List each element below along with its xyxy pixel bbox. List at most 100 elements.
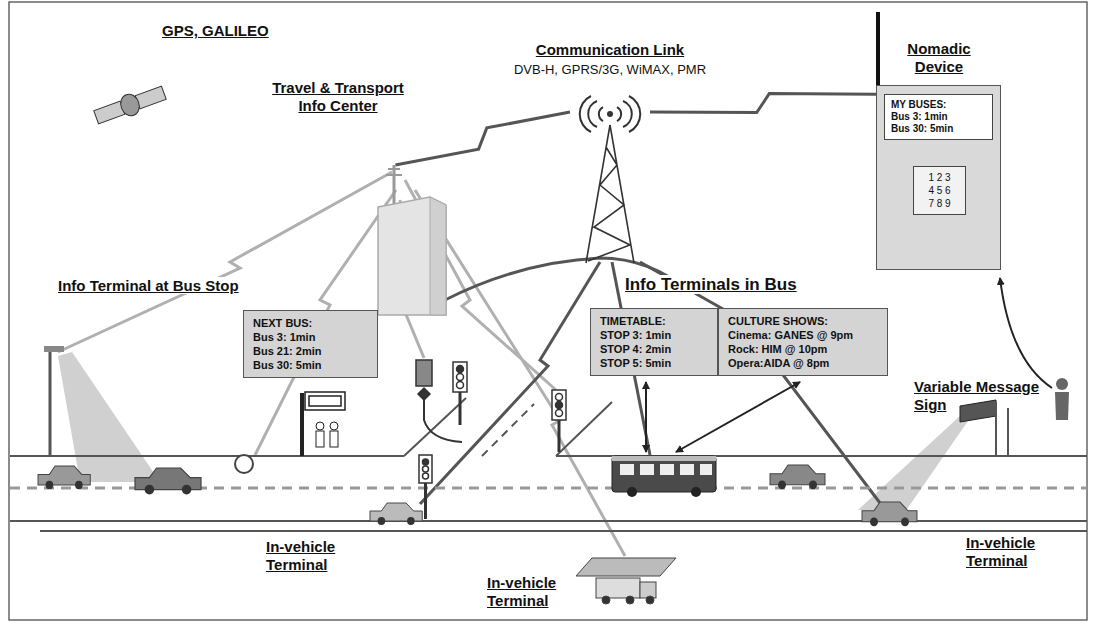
- bus-stop: [316, 431, 324, 447]
- person: [1000, 278, 1052, 388]
- message-sign: [960, 400, 996, 422]
- bus: [700, 464, 712, 475]
- road-sign: [235, 455, 253, 473]
- road-sign: [235, 455, 253, 473]
- info-terminal-box: NEXT BUS:Bus 3: 1minBus 21: 2minBus 30: …: [243, 310, 378, 378]
- bus: [620, 464, 634, 475]
- box-text: STOP 4: 2min: [600, 342, 708, 356]
- bus: [680, 464, 694, 475]
- box-text: 7 8 9: [917, 197, 962, 210]
- bus-stop: [305, 392, 345, 410]
- box-text: Bus 21: 2min: [253, 344, 368, 358]
- traffic-light: [459, 392, 462, 425]
- bus: [612, 456, 716, 497]
- traffic-light: [418, 388, 430, 400]
- label-wrap: In-vehicle Terminal: [966, 534, 1058, 570]
- traffic-light: [453, 362, 467, 392]
- label-wrap: Info Terminals in Bus: [625, 275, 797, 295]
- part-label: Info Terminal at Bus Stop: [58, 277, 239, 294]
- box-text: Bus 30: 5min: [253, 358, 368, 372]
- bus: [627, 487, 637, 497]
- person: [1055, 392, 1069, 420]
- message-sign: [1007, 408, 1009, 456]
- box-text: Bus 3: 1min: [891, 111, 986, 123]
- bus-stop: [300, 393, 304, 456]
- heading-wrap: Nomadic Device: [899, 40, 979, 76]
- box-text: Rock: HIM @ 10pm: [728, 342, 878, 356]
- radio-tower-art: [607, 111, 613, 117]
- box-text: MY BUSES:: [891, 99, 986, 111]
- bus: [612, 456, 716, 492]
- node-heading: DVB-H, GPRS/3G, WiMAX, PMR: [514, 62, 706, 77]
- traffic-light: [423, 473, 429, 479]
- box-text: 4 5 6: [917, 184, 962, 197]
- device-screen: MY BUSES:Bus 3: 1minBus 30: 5min: [884, 94, 993, 140]
- wireless-connector: [650, 94, 876, 113]
- person: [1000, 278, 1069, 420]
- car: [135, 468, 201, 494]
- traffic-light: [556, 394, 563, 401]
- info-center-building-art: [386, 169, 402, 175]
- box-text: STOP 3: 1min: [600, 328, 708, 342]
- box-text: Cinema: GANES @ 9pm: [728, 328, 878, 342]
- radio-tower: Communication LinkDVB-H, GPRS/3G, WiMAX,…: [570, 95, 650, 265]
- info-center-building-art: [378, 197, 446, 315]
- label-wrap: Info Terminal at Bus Stop: [58, 277, 239, 295]
- satellite: [118, 92, 142, 119]
- truck-gantry: [576, 558, 676, 576]
- bus: [660, 464, 674, 475]
- nomadic-device: Nomadic DeviceMY BUSES:Bus 3: 1minBus 30…: [876, 85, 1001, 270]
- light-cone: [58, 352, 160, 482]
- heading-wrap: Travel & Transport Info Center: [258, 79, 418, 115]
- bus: [640, 464, 654, 475]
- lamp-post: [49, 352, 52, 456]
- part-label: In-vehicle Terminal: [266, 538, 335, 573]
- bus-stop: [302, 392, 345, 456]
- truck-gantry: [576, 558, 676, 604]
- radio-tower-art: [570, 95, 650, 265]
- road: [482, 404, 534, 456]
- bus-arrow: [645, 382, 647, 452]
- truck-gantry: [626, 596, 634, 604]
- label-wrap: In-vehicle Terminal: [487, 574, 579, 610]
- node-heading: Travel & Transport Info Center: [272, 79, 404, 114]
- device-antenna: [876, 12, 880, 86]
- car: [38, 465, 917, 526]
- wireless-link: [58, 172, 625, 556]
- traffic-light: [457, 374, 464, 381]
- info-terminal-box: CULTURE SHOWS:Cinema: GANES @ 9pmRock: H…: [718, 308, 888, 376]
- part-label: Info Terminals in Bus: [625, 275, 797, 294]
- box-text: Bus 30: 5min: [891, 123, 986, 135]
- wireless-connector: [395, 112, 570, 165]
- label-wrap: Variable Message Sign: [914, 378, 1064, 414]
- traffic-light: [416, 360, 432, 386]
- traffic-light: [423, 459, 429, 465]
- bus-arrow: [646, 382, 800, 452]
- part-label: GPS, GALILEO: [162, 22, 269, 39]
- traffic-light: [419, 455, 432, 483]
- traffic-light: [558, 420, 561, 452]
- satellite: [135, 86, 166, 109]
- bus: [691, 487, 701, 497]
- traffic-light: [424, 483, 427, 519]
- frame: [9, 2, 1087, 620]
- person: [1056, 378, 1068, 390]
- radio-tower-art: [586, 125, 634, 263]
- tower-link: [420, 258, 880, 504]
- bus-stop: [330, 431, 338, 447]
- part-label: Variable Message Sign: [914, 378, 1039, 413]
- part-label: In-vehicle Terminal: [966, 534, 1035, 569]
- satellite: [94, 101, 125, 124]
- box-text: Bus 3: 1min: [253, 330, 368, 344]
- truck-gantry: [602, 596, 610, 604]
- message-sign: [960, 400, 1008, 456]
- info-terminal-box: TIMETABLE:STOP 3: 1minSTOP 4: 2minSTOP 5…: [590, 308, 718, 376]
- bus-arrow: [676, 382, 800, 452]
- box-text: NEXT BUS:: [253, 316, 368, 330]
- road: [10, 520, 1087, 522]
- bus-stop: [309, 396, 341, 406]
- truck-gantry: [646, 596, 654, 604]
- label-wrap: In-vehicle Terminal: [266, 538, 358, 574]
- traffic-light: [424, 400, 462, 442]
